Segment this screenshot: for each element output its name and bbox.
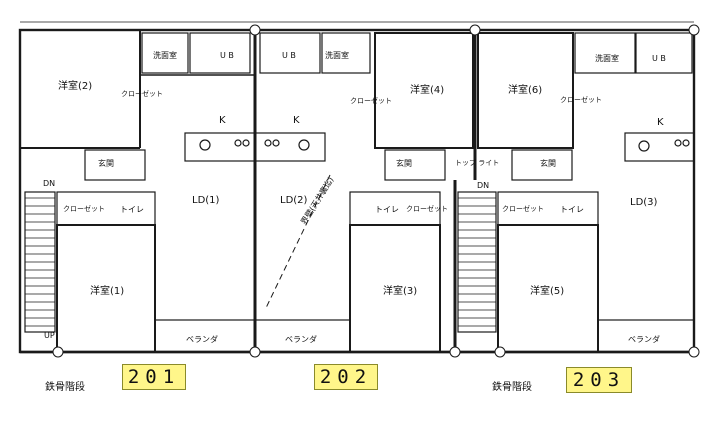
wash-2-box [321,32,371,74]
unit-number-202: 202 [314,364,378,390]
veranda-3 [597,319,695,353]
room-label-yoshitsu-2: 洋室(2) [58,81,93,92]
closet-label: クローゼット [502,205,544,213]
kitchen-counter-3 [624,132,695,162]
axis-marker [449,346,461,358]
axis-marker [52,346,64,358]
veranda-label-2: ベランダ [285,335,317,344]
unit-number-201: 201 [122,364,186,390]
veranda-label-3: ベランダ [628,335,660,344]
room-label-ld-2: LD(2) [280,195,308,206]
room-label-k-3: K [657,117,664,128]
toilet-label-1: トイレ [120,205,144,214]
bath-label-1: U B [220,51,234,60]
washroom-label-3: 洗面室 [595,54,619,63]
washroom-label-2: 洗面室 [325,51,349,60]
axis-marker [249,24,261,36]
stair-dn-label-2: DN [477,181,490,190]
wash-3-box [574,32,636,74]
axis-marker [469,24,481,36]
genkan-3 [511,149,573,181]
ub-3-box [635,32,693,74]
room-label-yoshitsu-3: 洋室(3) [383,286,418,297]
room-label-yoshitsu-4: 洋室(4) [410,85,445,96]
room-label-k-2: K [293,115,300,126]
room-4-wall [374,32,474,149]
washroom-label-1: 洗面室 [153,51,177,60]
toilet-label-2: トイレ [375,205,399,214]
closet-label: クローゼット [560,96,602,104]
genkan-label-2: 玄関 [396,159,412,168]
outer-wall [18,28,696,354]
veranda-label-1: ベランダ [186,335,218,344]
room-label-yoshitsu-1: 洋室(1) [90,286,125,297]
room-label-ld-1: LD(1) [192,195,220,206]
genkan-label-3: 玄関 [540,159,556,168]
ub-1-box [189,32,251,74]
axis-marker [249,346,261,358]
genkan-1 [84,149,146,181]
axis-marker [494,346,506,358]
room-label-yoshitsu-5: 洋室(5) [530,286,565,297]
axis-marker [688,346,700,358]
closet-label: クローゼット [350,97,392,105]
genkan-label-1: 玄関 [98,159,114,168]
wash-1-box [141,32,189,74]
ub-2-box [259,32,321,74]
top-light-label: トップ ライト [455,159,500,167]
stair-up-label: UP [44,331,55,340]
room-6-wall [477,32,574,149]
room-label-yoshitsu-6: 洋室(6) [508,85,543,96]
axis-marker [688,24,700,36]
bath-label-3: U B [652,54,666,63]
steel-stair-label-2: 鉄骨階段 [492,382,532,393]
toilet-label-3: トイレ [560,205,584,214]
closet-label: クローゼット [406,205,448,213]
room-label-k-1: K [219,115,226,126]
closet-label: クローゼット [121,90,163,98]
veranda-2 [254,319,351,353]
closet-label: クローゼット [63,205,105,213]
genkan-2 [384,149,446,181]
stair-dn-label-1: DN [43,179,56,188]
boundary-dash-line [264,174,331,311]
unit-number-203: 203 [566,367,632,393]
kitchen-counter-2 [254,132,326,162]
room-label-ld-3: LD(3) [630,197,658,208]
bath-label-2: U B [282,51,296,60]
steel-stair-label-1: 鉄骨階段 [45,382,85,393]
kitchen-counter-1 [184,132,256,162]
